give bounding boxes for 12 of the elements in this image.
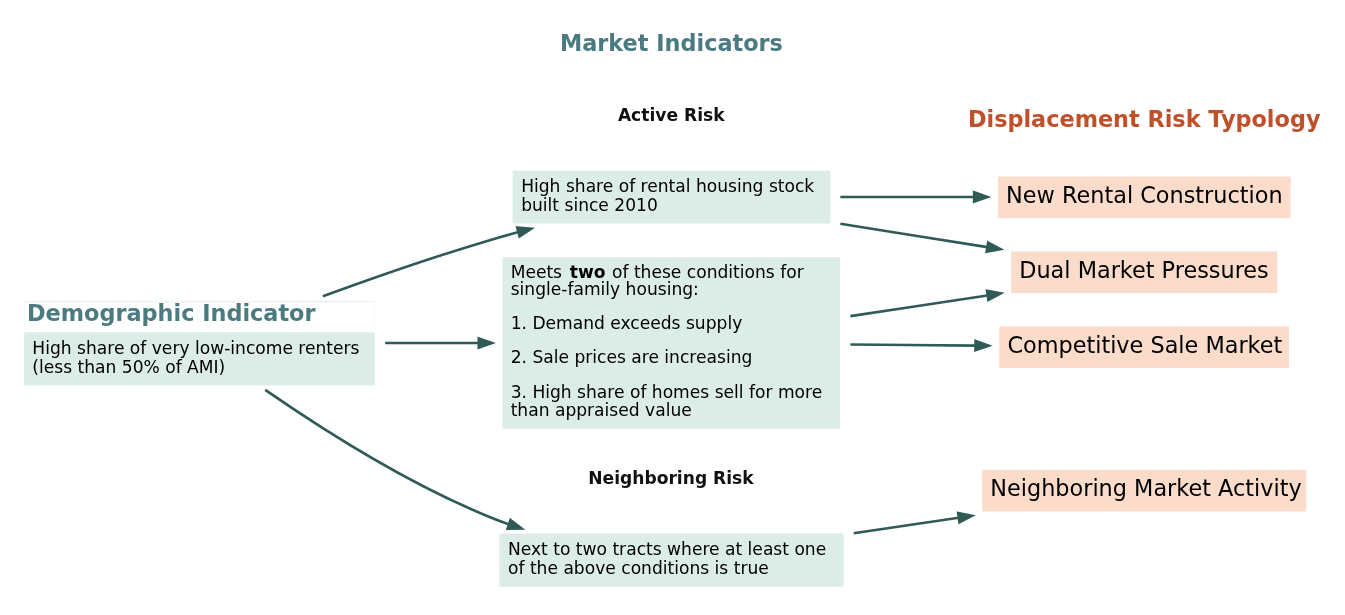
arrow: [853, 511, 976, 535]
arrow: [385, 336, 496, 350]
arrow: [322, 226, 535, 298]
label: Neighboring Risk: [588, 468, 754, 489]
arrow: [850, 289, 1005, 318]
arrow: [850, 339, 993, 352]
arrow: [840, 190, 992, 204]
label: Active Risk: [617, 105, 725, 126]
arrow: [840, 222, 1005, 254]
label: Displacement Risk Typology: [967, 106, 1321, 133]
arrow: [264, 388, 526, 531]
label: Market Indicators: [559, 30, 783, 57]
